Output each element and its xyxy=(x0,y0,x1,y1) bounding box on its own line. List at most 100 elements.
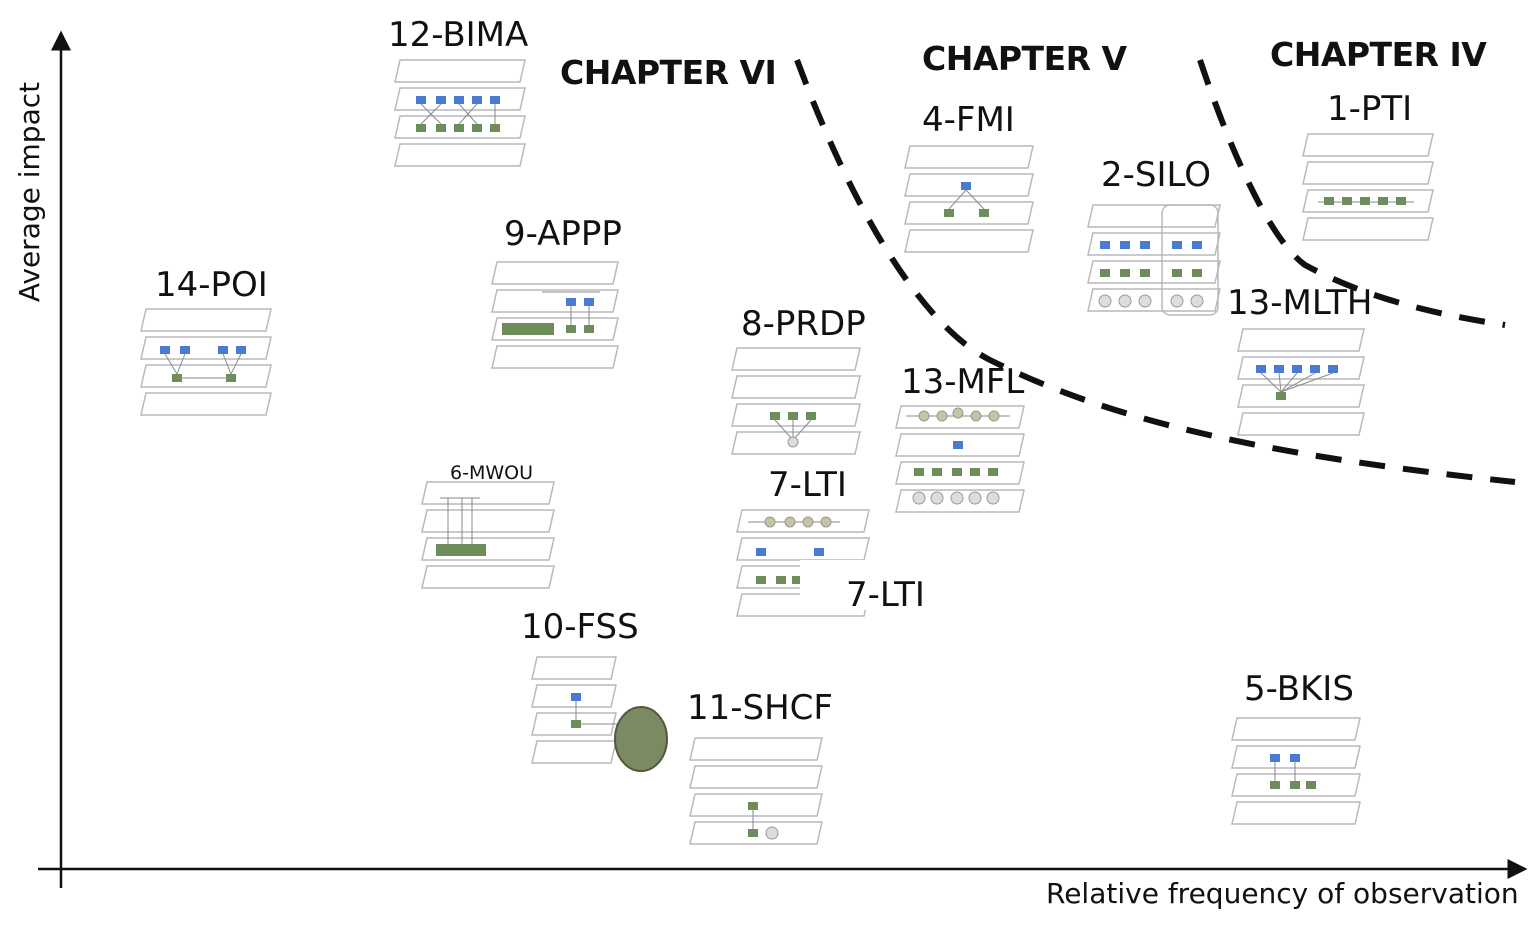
pattern-label-1-pti: 1-PTI xyxy=(1327,89,1413,129)
y-axis-label: Average impact xyxy=(13,81,46,303)
green-node xyxy=(1290,781,1300,789)
green-node xyxy=(806,412,816,420)
blue-node xyxy=(416,96,426,104)
gear-icon xyxy=(950,491,964,505)
process-node xyxy=(970,410,982,422)
chapter-iv-header: CHAPTER IV xyxy=(1270,35,1487,74)
blue-node xyxy=(756,548,766,556)
green-node xyxy=(1276,392,1286,400)
blue-node xyxy=(961,182,971,190)
green-node xyxy=(566,325,576,333)
glyph-11-shcf xyxy=(689,737,823,845)
layer-plane xyxy=(1087,204,1221,228)
layer-plane xyxy=(689,765,823,789)
link-line xyxy=(948,189,967,210)
blue-node xyxy=(1274,365,1284,373)
green-node xyxy=(770,412,780,420)
glyph-9-appp xyxy=(491,261,619,369)
blue-node xyxy=(1270,754,1280,762)
green-node xyxy=(571,720,581,728)
green-node xyxy=(914,468,924,476)
layer-plane xyxy=(421,565,555,589)
gear-icon xyxy=(787,436,799,448)
process-node xyxy=(988,410,1000,422)
blue-node xyxy=(180,346,190,354)
layer-plane xyxy=(1231,717,1361,741)
layer-plane xyxy=(394,143,526,167)
process-node xyxy=(952,407,964,419)
glyph-10-fss xyxy=(531,656,668,772)
blue-node xyxy=(814,548,824,556)
green-node xyxy=(490,124,500,132)
link-line xyxy=(458,103,478,125)
blue-node xyxy=(1100,241,1110,249)
green-node xyxy=(416,124,426,132)
mask xyxy=(800,560,880,610)
green-node xyxy=(748,829,758,837)
link-line xyxy=(774,419,794,441)
layer-plane xyxy=(1237,328,1365,352)
glyph-13-mlth xyxy=(1237,328,1365,436)
green-node xyxy=(756,576,766,584)
layer-plane xyxy=(1087,232,1221,256)
gear-icon xyxy=(765,826,779,840)
green-node xyxy=(788,412,798,420)
layer-plane xyxy=(421,481,555,505)
pattern-label-2-silo: 2-SILO xyxy=(1101,155,1212,195)
gear-icon xyxy=(1190,294,1204,308)
chapter-boundary-outer xyxy=(794,58,1516,485)
layer-plane xyxy=(1302,161,1434,185)
layer-plane xyxy=(904,145,1034,169)
green-node xyxy=(1324,197,1334,205)
blue-node xyxy=(454,96,464,104)
layer-plane xyxy=(731,347,861,371)
green-node xyxy=(1120,269,1130,277)
chapter-vi-header: CHAPTER VI xyxy=(560,53,777,92)
green-node xyxy=(1396,197,1406,205)
chapter-boundary-inner xyxy=(1197,59,1506,328)
process-node xyxy=(784,516,796,528)
process-node xyxy=(764,516,776,528)
process-node xyxy=(802,516,814,528)
green-node xyxy=(1360,197,1370,205)
gear-icon xyxy=(1138,294,1152,308)
gear-icon xyxy=(1118,294,1132,308)
layer-plane xyxy=(904,201,1034,225)
green-node xyxy=(970,468,980,476)
glyph-12-bima xyxy=(394,59,526,167)
green-node xyxy=(944,209,954,217)
link-line xyxy=(792,419,812,441)
blue-node xyxy=(236,346,246,354)
blue-node xyxy=(218,346,228,354)
green-node xyxy=(1306,781,1316,789)
process-node xyxy=(918,410,930,422)
blue-node xyxy=(160,346,170,354)
link-line xyxy=(1280,372,1334,393)
layer-plane xyxy=(140,392,272,416)
pattern-label-7-lti-b: 7-LTI xyxy=(846,575,925,615)
glyph-4-fmi xyxy=(904,145,1034,253)
layer-plane xyxy=(1237,384,1365,408)
green-node xyxy=(979,209,989,217)
glyph-1-pti xyxy=(1302,133,1434,241)
chapter-v-header: CHAPTER V xyxy=(922,39,1127,78)
pattern-label-4-fmi: 4-FMI xyxy=(922,100,1015,140)
glyph-13-mfl xyxy=(895,405,1025,513)
blue-node xyxy=(1192,241,1202,249)
layer-plane xyxy=(394,59,526,83)
layer-plane xyxy=(491,345,619,369)
blue-node xyxy=(571,693,581,701)
blue-node xyxy=(566,298,576,306)
pattern-label-12-bima: 12-BIMA xyxy=(388,15,529,55)
glyph-5-bkis xyxy=(1231,717,1361,825)
glyph-2-silo xyxy=(1087,204,1221,316)
layer-plane xyxy=(491,289,619,313)
gear-icon xyxy=(968,491,982,505)
pattern-label-5-bkis: 5-BKIS xyxy=(1244,669,1354,709)
link-line xyxy=(1280,372,1298,393)
blue-node xyxy=(436,96,446,104)
green-node xyxy=(792,576,802,584)
blue-node xyxy=(1328,365,1338,373)
gear-icon xyxy=(912,491,926,505)
green-node xyxy=(1140,269,1150,277)
